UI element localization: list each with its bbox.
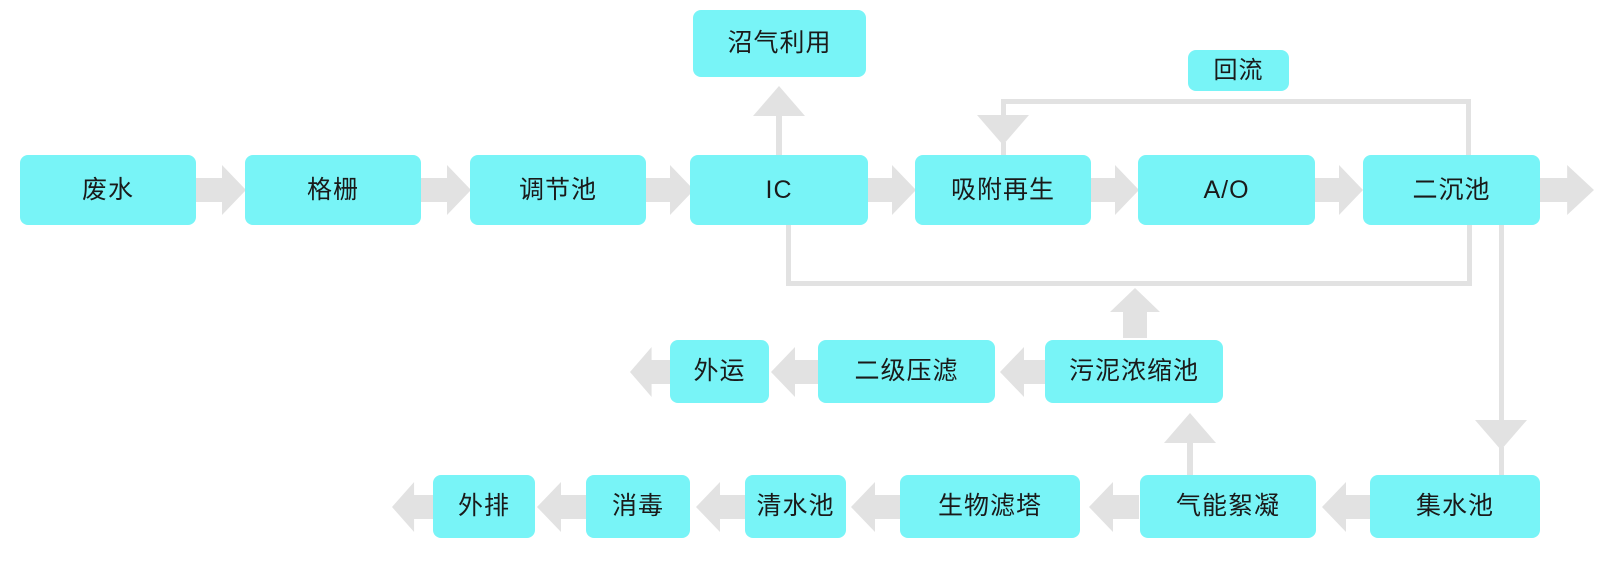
arrow-press-filter-to-transport-out bbox=[771, 347, 821, 397]
connector-return-tip bbox=[1001, 142, 1006, 158]
arrow-ao-to-secondary-sedimentation bbox=[1313, 165, 1363, 215]
node-clear-water-tank[interactable]: 清水池 bbox=[745, 475, 846, 538]
node-discharge[interactable]: 外排 bbox=[433, 475, 535, 538]
connector-return-horizontal bbox=[1001, 99, 1471, 104]
arrowhead-flocculation-to-thickener bbox=[1164, 413, 1216, 443]
node-sludge-thickener[interactable]: 污泥浓缩池 bbox=[1045, 340, 1223, 403]
connector-return-right-vertical bbox=[1466, 99, 1471, 157]
arrow-secondary-sedimentation-outflow bbox=[1538, 165, 1594, 215]
connector-return-left-vertical bbox=[1001, 99, 1006, 121]
arrow-wastewater-to-grille bbox=[196, 165, 246, 215]
node-adsorption-regeneration[interactable]: 吸附再生 bbox=[915, 155, 1091, 225]
node-disinfection[interactable]: 消毒 bbox=[586, 475, 690, 538]
node-transport-out[interactable]: 外运 bbox=[670, 340, 769, 403]
connector-secondary-sedimentation-to-collection-stem bbox=[1499, 225, 1504, 425]
arrowhead-ic-to-biogas bbox=[753, 86, 805, 116]
arrowhead-to-collection-tank bbox=[1475, 420, 1527, 450]
arrow-clear-water-tank-to-disinfection bbox=[696, 482, 746, 532]
arrow-disinfection-to-discharge bbox=[537, 482, 587, 532]
node-grille[interactable]: 格栅 bbox=[245, 155, 421, 225]
connector-sludge-bracket-horizontal bbox=[786, 281, 1472, 286]
node-wastewater[interactable]: 废水 bbox=[20, 155, 196, 225]
connector-collection-tip bbox=[1499, 447, 1504, 475]
arrow-flocculation-to-biofilter bbox=[1089, 482, 1139, 532]
arrow-biofilter-to-clear-water-tank bbox=[851, 482, 901, 532]
node-secondary-sedimentation[interactable]: 二沉池 bbox=[1363, 155, 1540, 225]
connector-sludge-bracket-right-vertical bbox=[1467, 225, 1472, 286]
node-ic[interactable]: IC bbox=[690, 155, 868, 225]
node-secondary-press-filter[interactable]: 二级压滤 bbox=[818, 340, 995, 403]
node-return-flow[interactable]: 回流 bbox=[1188, 50, 1289, 91]
node-biological-filter-tower[interactable]: 生物滤塔 bbox=[900, 475, 1080, 538]
arrow-grille-to-regulating-tank bbox=[421, 165, 471, 215]
arrow-discharge-terminal bbox=[392, 482, 438, 532]
arrow-ic-to-adsorption-regeneration bbox=[866, 165, 916, 215]
connector-ic-to-biogas-stem bbox=[776, 113, 782, 157]
node-ao[interactable]: A/O bbox=[1138, 155, 1315, 225]
arrow-regulating-tank-to-ic bbox=[644, 165, 694, 215]
arrow-thickener-to-sludge-bracket bbox=[1110, 288, 1160, 338]
arrow-collection-tank-to-flocculation bbox=[1322, 482, 1372, 532]
connector-flocculation-to-thickener-stem bbox=[1187, 440, 1193, 476]
arrow-adsorption-regeneration-to-ao bbox=[1089, 165, 1139, 215]
node-biogas-use[interactable]: 沼气利用 bbox=[693, 10, 866, 77]
arrow-thickener-to-press-filter bbox=[1000, 347, 1050, 397]
node-collection-tank[interactable]: 集水池 bbox=[1370, 475, 1540, 538]
node-air-flocculation[interactable]: 气能絮凝 bbox=[1140, 475, 1316, 538]
node-regulating-tank[interactable]: 调节池 bbox=[470, 155, 646, 225]
arrow-transport-out-terminal bbox=[630, 347, 675, 397]
arrowhead-return-to-adsorption-regeneration bbox=[977, 115, 1029, 145]
connector-sludge-bracket-left-vertical bbox=[786, 225, 791, 285]
